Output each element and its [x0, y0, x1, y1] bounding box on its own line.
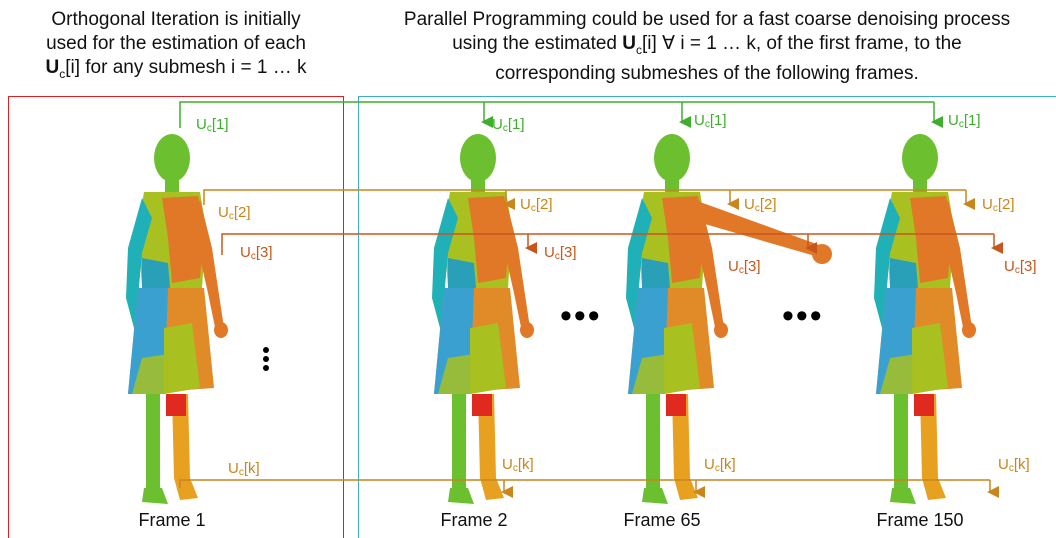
arrow-uc2: [203, 189, 975, 210]
frame1-box: [8, 96, 344, 538]
label-uc2-f150: Uc[2]: [982, 196, 1015, 214]
caption-right: Parallel Programming could be used for a…: [358, 8, 1056, 86]
caption-right-post: [i] ∀ i = 1 … k, of the first frame, to …: [642, 33, 962, 54]
following-frames-box: [358, 96, 1056, 538]
label-uc2-f65: Uc[2]: [744, 196, 777, 214]
label-uc3-f150: Uc[3]: [1004, 258, 1037, 276]
label-uc1-f150: Uc[1]: [948, 112, 981, 130]
caption-right-pre: using the estimated: [452, 33, 623, 54]
label-uck-f2: Uc[k]: [502, 456, 534, 474]
label-uck-f150: Uc[k]: [998, 456, 1030, 474]
caption-right-sub: c: [636, 42, 642, 57]
label-uc1-f1: Uc[1]: [196, 116, 229, 134]
figure-frame65: [626, 134, 832, 504]
label-uck-f1: Uc[k]: [228, 460, 260, 478]
vertical-ellipsis: [263, 347, 269, 371]
caption-left-bold-u: U: [45, 57, 60, 78]
label-uc2-f1: Uc[2]: [218, 204, 251, 222]
ellipsis-between-frames-1: •••: [560, 297, 602, 335]
caption-right-bold-u: U: [622, 33, 636, 54]
label-uck-f65: Uc[k]: [704, 456, 736, 474]
caption-right-line3: corresponding submeshes of the following…: [495, 62, 919, 84]
frame-label-150: Frame 150: [876, 510, 964, 530]
frame-label-65: Frame 65: [623, 510, 701, 530]
frame-label-1: Frame 1: [138, 510, 206, 530]
caption-left-line3: Uc[i] for any submesh i = 1 … k: [0, 56, 352, 86]
arrow-uc3: [221, 233, 1003, 255]
label-uc1-f65: Uc[1]: [694, 112, 727, 130]
arrow-uck: [179, 479, 999, 498]
caption-right-line1: Parallel Programming could be used for a…: [403, 9, 1011, 30]
caption-left-line2: used for the estimation of each: [46, 33, 306, 54]
label-uc2-f2: Uc[2]: [520, 196, 553, 214]
label-uc3-f65: Uc[3]: [728, 258, 761, 276]
caption-right-line2: using the estimated Uc[i] ∀ i = 1 … k, o…: [358, 32, 1056, 62]
caption-left-rest: [i] for any submesh i = 1 … k: [65, 57, 307, 78]
label-uc3-f1: Uc[3]: [240, 244, 273, 262]
frame-label-2: Frame 2: [440, 510, 508, 530]
caption-left-line1: Orthogonal Iteration is initially: [51, 9, 301, 30]
caption-left-sub: c: [59, 66, 66, 81]
caption-left: Orthogonal Iteration is initially used f…: [0, 8, 352, 86]
ellipsis-between-frames-2: •••: [782, 297, 824, 335]
label-uc3-f2: Uc[3]: [544, 244, 577, 262]
arrow-uc1: [179, 101, 943, 128]
label-uc1-f2: Uc[1]: [492, 116, 525, 134]
